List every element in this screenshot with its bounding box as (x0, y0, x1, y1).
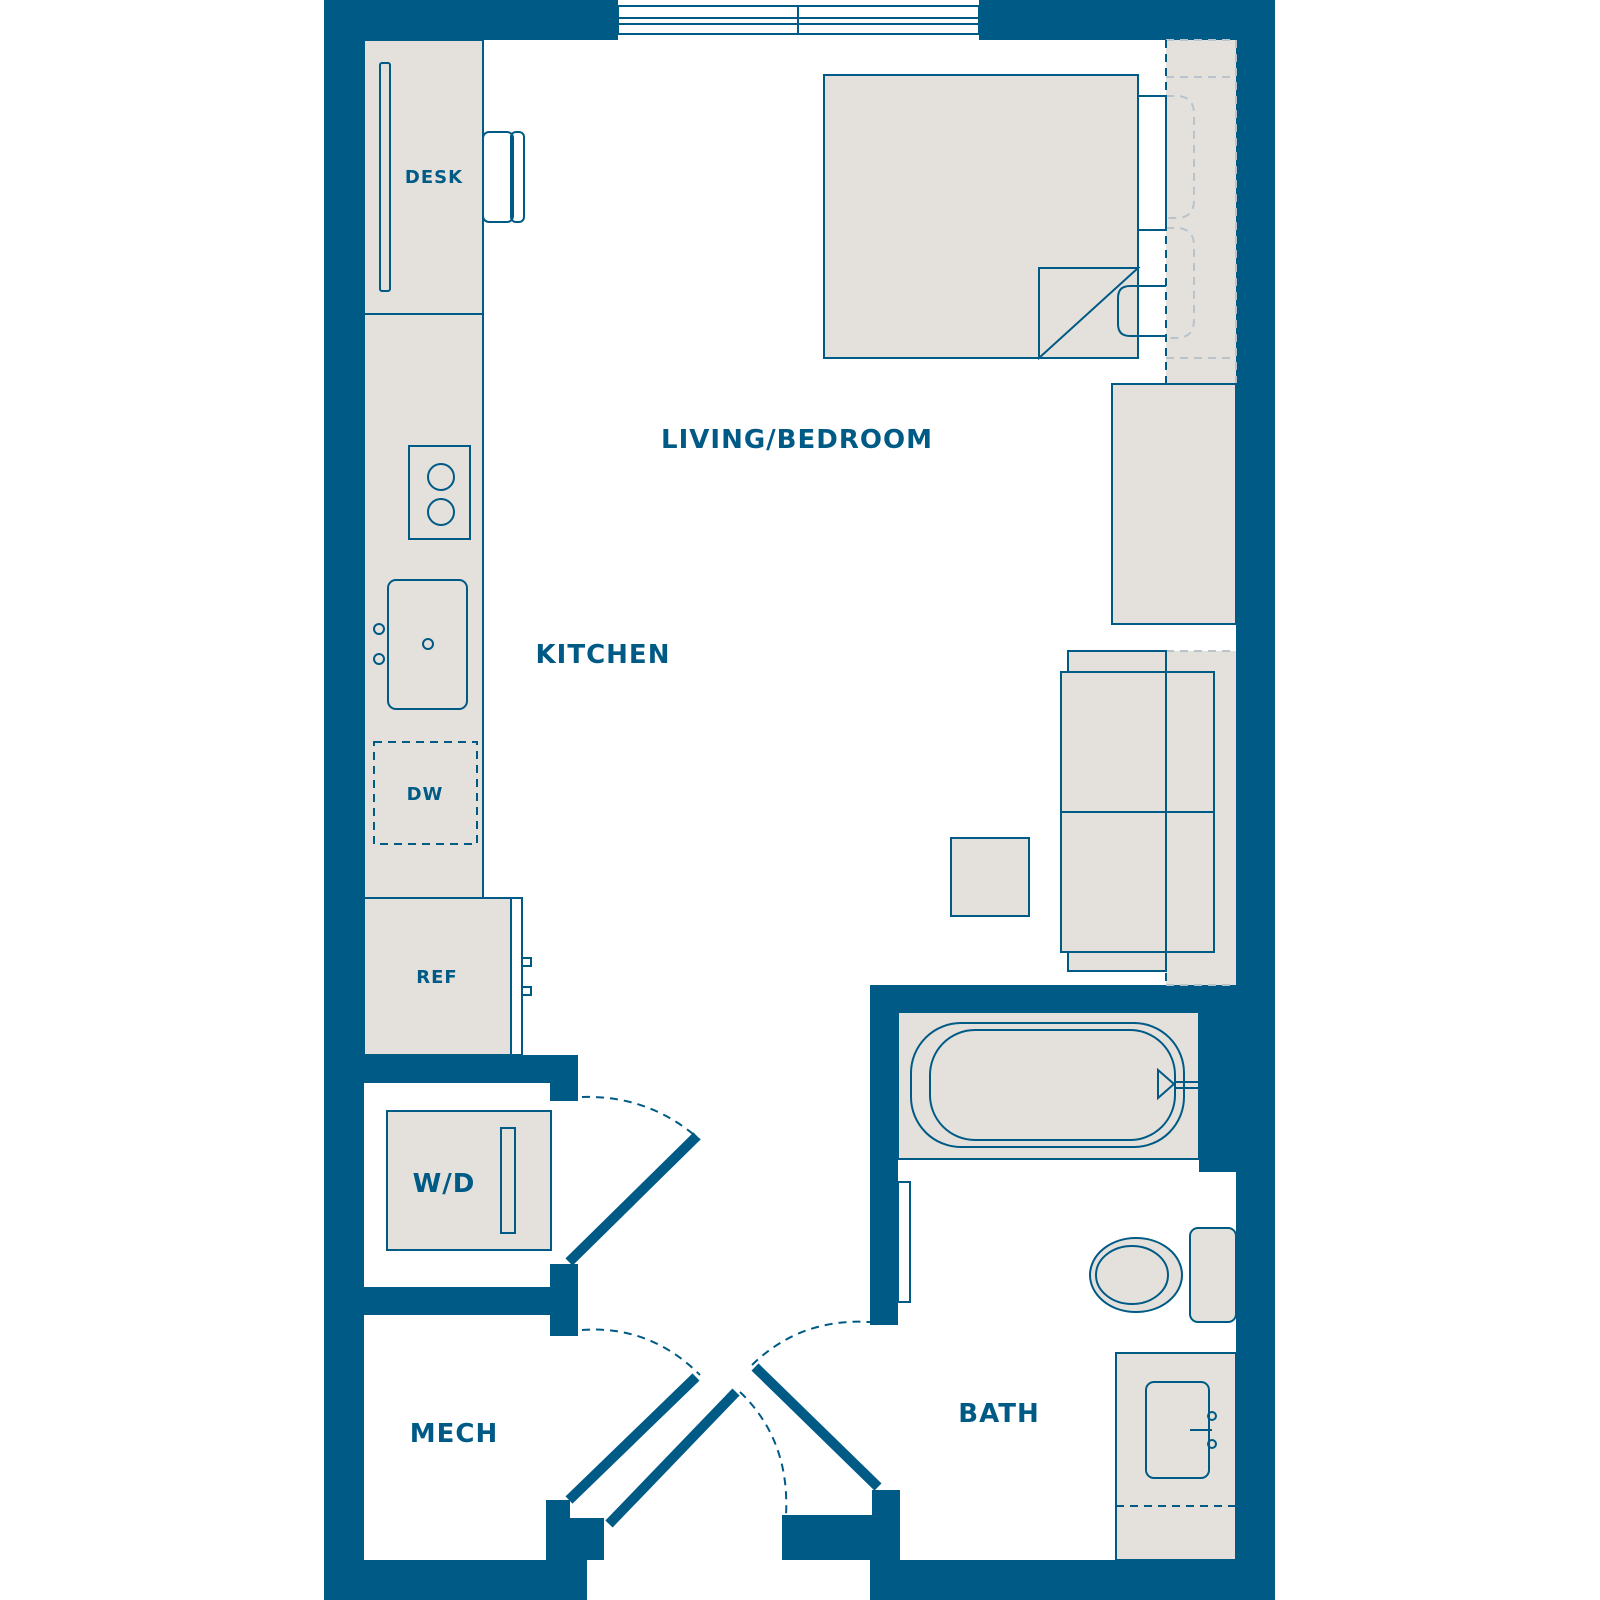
wall-bottom-right (870, 1560, 1275, 1600)
washer-dryer-label: W/D (413, 1169, 476, 1199)
interior-walls (364, 985, 1236, 1560)
dishwasher-label: DW (407, 784, 444, 805)
bed (823, 74, 1139, 359)
dresser (1111, 383, 1237, 625)
dishwasher: DW (373, 741, 478, 845)
doors (565, 1095, 882, 1528)
kitchen-sink (373, 579, 468, 710)
cooktop (408, 445, 471, 540)
toilet (1089, 1227, 1237, 1323)
refrigerator: REF (363, 897, 532, 1056)
wall-top-left (324, 0, 618, 40)
living-bedroom-label: LIVING/BEDROOM (661, 425, 933, 455)
room-labels: LIVING/BEDROOM KITCHEN BATH MECH (410, 425, 1039, 1449)
wall-top-right (979, 0, 1275, 40)
exterior-walls (324, 0, 1275, 1600)
wall-right (1236, 0, 1275, 1600)
wall-bottom-left (324, 1560, 587, 1600)
tub-faucet (1157, 1067, 1176, 1101)
desk: DESK (363, 39, 525, 315)
sofa (1060, 650, 1236, 986)
washer-dryer: W/D (386, 1110, 552, 1251)
wall-left (324, 0, 364, 1600)
bed-folded-corner (1038, 267, 1141, 361)
window (617, 5, 980, 35)
kitchen-counter: DW (363, 313, 484, 899)
bed-area (823, 39, 1237, 385)
desk-label: DESK (405, 167, 463, 188)
bath-vanity (1115, 1352, 1237, 1561)
bath-label: BATH (958, 1399, 1039, 1429)
kitchen-label: KITCHEN (536, 640, 671, 670)
side-table (950, 837, 1030, 917)
towel-bar (897, 1181, 911, 1303)
bathtub (897, 1011, 1200, 1160)
refrigerator-label: REF (416, 967, 457, 988)
mech-label: MECH (410, 1419, 498, 1449)
